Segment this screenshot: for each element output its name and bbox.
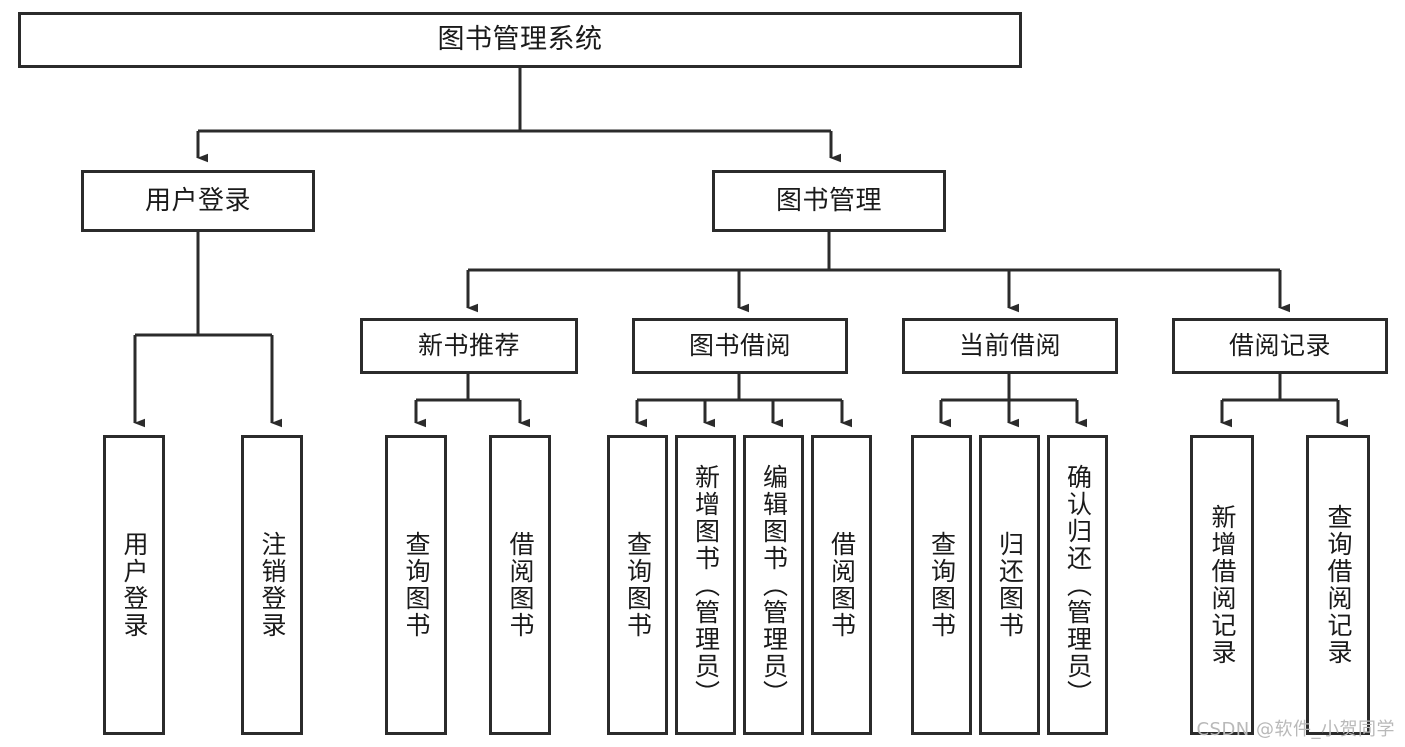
node-label: 图书借阅 bbox=[688, 331, 791, 361]
node-label: 图书管理系统 bbox=[437, 24, 603, 56]
node-root-book-management-system[interactable]: 图书管理系统 bbox=[18, 12, 1022, 68]
node-label: 借阅图书 bbox=[506, 531, 535, 639]
node-label: 用户登录 bbox=[120, 531, 149, 639]
node-label: 查询图书 bbox=[927, 531, 957, 639]
node-label: 借阅记录 bbox=[1228, 331, 1331, 361]
node-label: 新书推荐 bbox=[417, 331, 520, 361]
node-leaf-borrow-book-recommend[interactable]: 借阅图书 bbox=[489, 435, 551, 735]
node-leaf-query-book-recommend[interactable]: 查询图书 bbox=[385, 435, 447, 735]
node-label: 编辑图书（管理员） bbox=[759, 463, 789, 707]
node-label: 查询图书 bbox=[623, 531, 653, 639]
node-label: 查询图书 bbox=[402, 531, 431, 639]
node-label: 当前借阅 bbox=[958, 331, 1061, 361]
node-label: 注销登录 bbox=[258, 531, 287, 639]
node-book-manage[interactable]: 图书管理 bbox=[712, 170, 946, 232]
node-leaf-user-logout[interactable]: 注销登录 bbox=[241, 435, 303, 735]
node-new-book-recommend[interactable]: 新书推荐 bbox=[360, 318, 578, 374]
watermark: CSDN @软件_小贺同学 bbox=[1196, 719, 1395, 740]
node-label: 查询借阅记录 bbox=[1324, 504, 1353, 666]
node-leaf-user-login[interactable]: 用户登录 bbox=[103, 435, 165, 735]
node-leaf-add-book[interactable]: 新增图书（管理员） bbox=[675, 435, 736, 735]
node-label: 确认归还（管理员） bbox=[1063, 463, 1093, 707]
node-leaf-edit-book[interactable]: 编辑图书（管理员） bbox=[743, 435, 804, 735]
node-book-borrow[interactable]: 图书借阅 bbox=[632, 318, 848, 374]
node-leaf-query-borrow-record[interactable]: 查询借阅记录 bbox=[1306, 435, 1370, 735]
node-label: 用户登录 bbox=[144, 185, 251, 216]
node-leaf-return-book[interactable]: 归还图书 bbox=[979, 435, 1040, 735]
node-leaf-borrow-book[interactable]: 借阅图书 bbox=[811, 435, 872, 735]
node-borrow-record[interactable]: 借阅记录 bbox=[1172, 318, 1388, 374]
node-label: 归还图书 bbox=[995, 531, 1025, 639]
node-leaf-confirm-return[interactable]: 确认归还（管理员） bbox=[1047, 435, 1108, 735]
node-label: 新增借阅记录 bbox=[1208, 504, 1237, 666]
node-user-login[interactable]: 用户登录 bbox=[81, 170, 315, 232]
node-label: 借阅图书 bbox=[827, 531, 857, 639]
node-label: 新增图书（管理员） bbox=[691, 463, 721, 707]
node-current-borrow[interactable]: 当前借阅 bbox=[902, 318, 1118, 374]
node-leaf-query-book-current[interactable]: 查询图书 bbox=[911, 435, 972, 735]
node-label: 图书管理 bbox=[775, 185, 882, 216]
node-leaf-add-borrow-record[interactable]: 新增借阅记录 bbox=[1190, 435, 1254, 735]
node-leaf-query-book-borrow[interactable]: 查询图书 bbox=[607, 435, 668, 735]
